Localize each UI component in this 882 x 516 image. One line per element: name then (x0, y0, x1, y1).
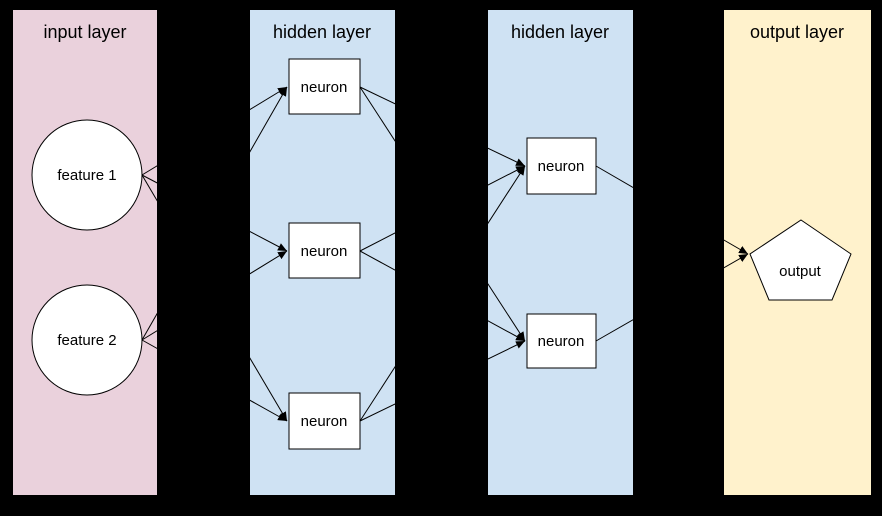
edge-h1-neuron-2-to-h2-neuron-2 (359, 250, 526, 342)
input-layer-title: input layer (43, 22, 126, 42)
edge-feature-1-to-h1-neuron-3 (141, 174, 288, 422)
hidden-layer-1-title: hidden layer (273, 22, 371, 42)
feature-2-label: feature 2 (57, 332, 116, 349)
node-h1-neuron-1-box (288, 58, 361, 115)
edge-h2-neuron-2-to-output-node (595, 253, 749, 342)
edge-h1-neuron-3-to-h2-neuron-2 (359, 340, 526, 422)
node-labels: feature 1 feature 2 neuron neuron neuron… (57, 79, 821, 430)
node-h1-neuron-3-box (288, 392, 361, 450)
edge-h1-neuron-1-to-h2-neuron-2 (359, 86, 526, 342)
edge-feature-2-to-h1-neuron-1 (141, 86, 288, 341)
node-output-pentagon (749, 219, 852, 301)
feature-1-label: feature 1 (57, 167, 116, 184)
h2-neuron-1-label: neuron (538, 158, 585, 175)
node-h2-neuron-2-box (526, 313, 597, 369)
node-h1-neuron-2-box (288, 222, 361, 279)
node-feature-2-circle (31, 284, 143, 396)
h1-neuron-2-label: neuron (301, 243, 348, 260)
h1-neuron-1-label: neuron (301, 79, 348, 96)
hidden-layer-2-title: hidden layer (511, 22, 609, 42)
edge-h1-neuron-3-to-h2-neuron-1 (359, 165, 526, 422)
nodes (31, 58, 852, 450)
layer-titles: input layer hidden layer hidden layer ou… (43, 22, 844, 42)
h2-neuron-2-label: neuron (538, 333, 585, 350)
input-layer-column (13, 10, 157, 495)
edge-h1-neuron-1-to-h2-neuron-1 (359, 86, 526, 167)
node-feature-1-circle (31, 119, 143, 231)
edge-feature-2-to-h1-neuron-3 (141, 339, 288, 422)
h1-neuron-3-label: neuron (301, 413, 348, 430)
edge-h2-neuron-1-to-output-node (595, 165, 749, 255)
output-layer-title: output layer (750, 22, 844, 42)
edge-h1-neuron-2-to-h2-neuron-1 (359, 165, 526, 252)
edge-connectors (141, 86, 749, 422)
edge-feature-2-to-h1-neuron-2 (141, 250, 288, 341)
hidden-layer-2-column (488, 10, 633, 495)
edge-feature-1-to-h1-neuron-1 (141, 86, 288, 176)
node-h2-neuron-1-box (526, 137, 597, 195)
output-label: output (779, 263, 822, 280)
